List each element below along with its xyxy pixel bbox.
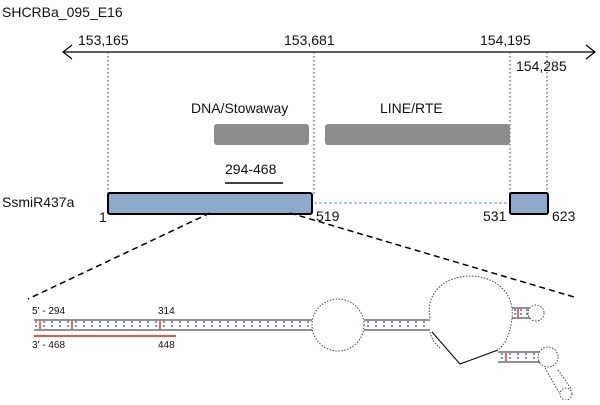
stem-base-pairs — [35, 321, 309, 329]
multibranch-loop — [428, 275, 513, 351]
exon-coordinate-519: 519 — [316, 208, 340, 224]
exon-2 — [509, 192, 549, 215]
position-guides — [107, 52, 548, 194]
terminal-loop-small — [527, 304, 545, 322]
stem-red-pairs — [39, 321, 161, 329]
exon-coordinate-531: 531 — [483, 208, 507, 224]
repeat-bar-line-rte — [325, 124, 510, 145]
hairpin-pos-448: 448 — [158, 340, 175, 351]
repeat-bar-dna-stowaway — [214, 124, 309, 145]
position-label-153165: 153,165 — [78, 32, 129, 48]
position-label-153681: 153,681 — [284, 32, 335, 48]
genomic-axis — [62, 44, 596, 60]
position-label-154195: 154,195 — [480, 32, 531, 48]
terminal-loop-lower — [537, 346, 559, 368]
region-label: 294-468 — [225, 161, 277, 177]
hairpin-pos-314: 314 — [158, 306, 175, 317]
single-strand-linker — [431, 331, 499, 365]
exon-1 — [107, 192, 313, 215]
repeat-label-line-rte: LINE/RTE — [380, 100, 443, 116]
zoom-lines — [27, 212, 575, 300]
exon-coordinate-start: 1 — [99, 209, 107, 225]
exon-coordinate-623: 623 — [552, 208, 576, 224]
hairpin-5prime-label: 5' - 294 — [32, 306, 65, 317]
position-label-154285: 154,285 — [516, 58, 567, 74]
hairpin-3prime-label: 3' - 468 — [32, 340, 65, 351]
diagram-title: SHCRBa_095_E16 — [2, 4, 123, 20]
hairpin-structure — [34, 275, 573, 401]
repeat-label-dna-stowaway: DNA/Stowaway — [191, 100, 288, 116]
interior-loop — [311, 298, 365, 352]
mirna-gene-label: SsmiR437a — [2, 194, 75, 210]
